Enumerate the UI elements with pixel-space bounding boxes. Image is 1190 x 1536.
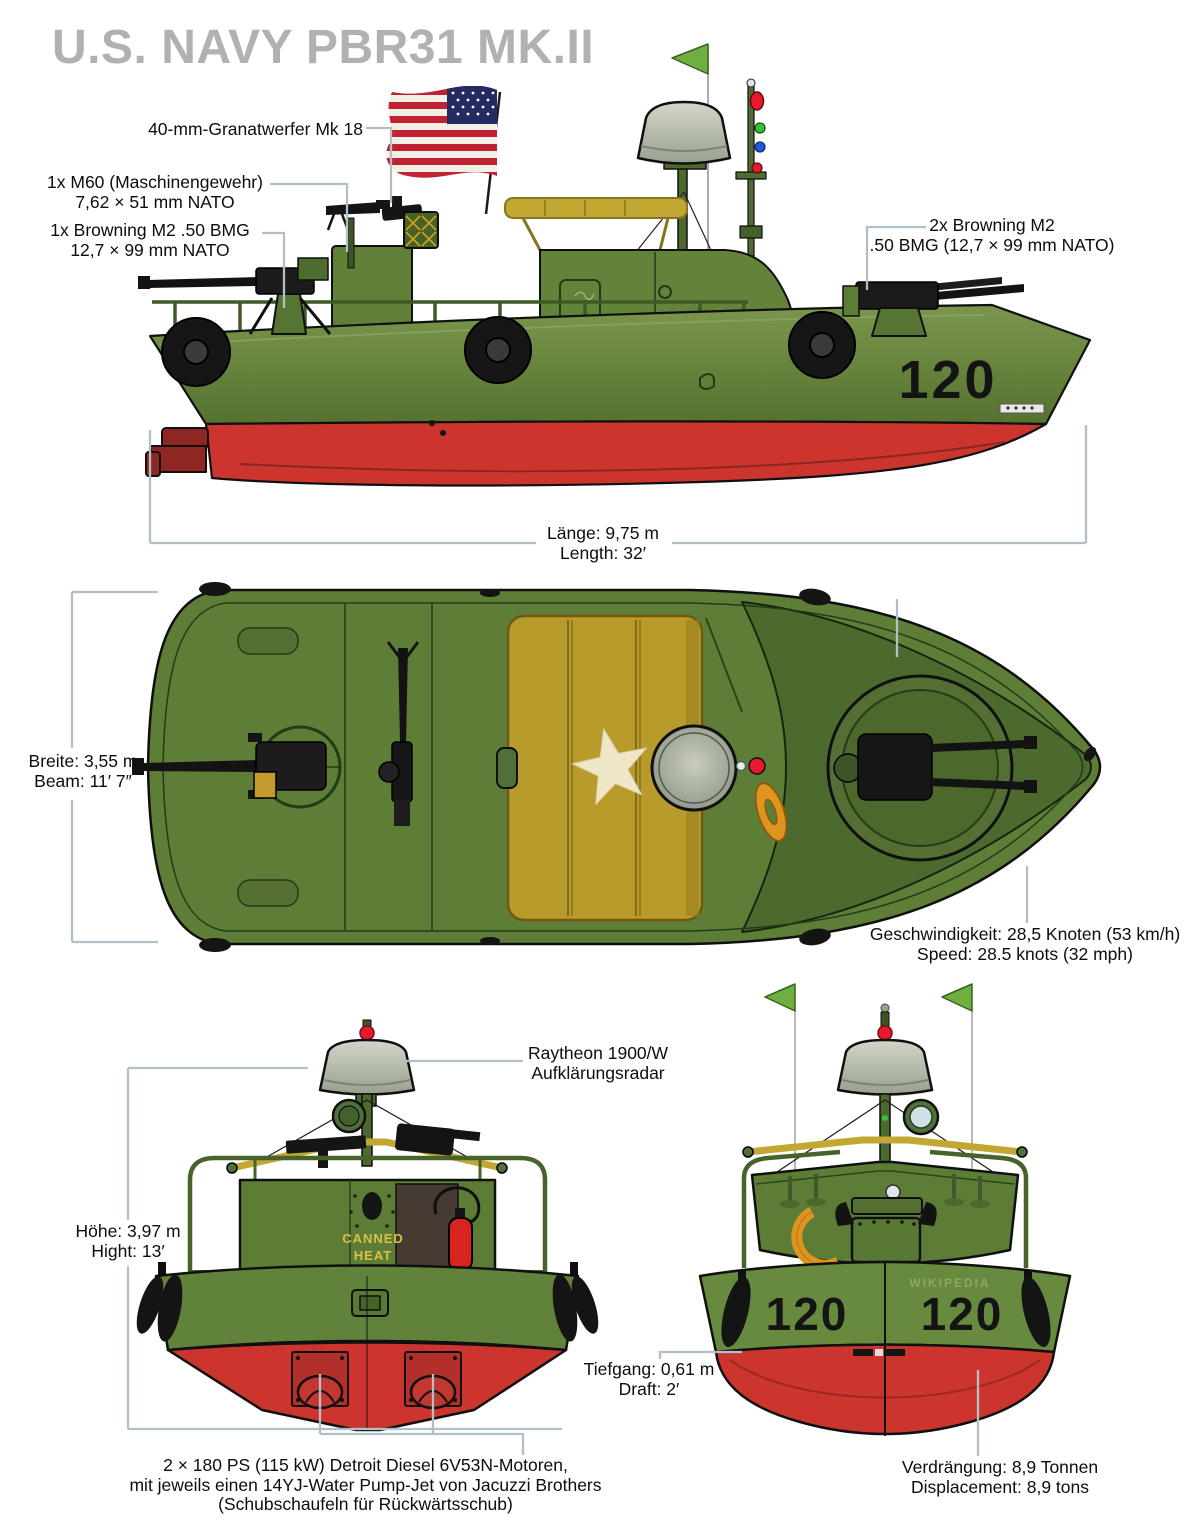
label-m60: 1x M60 (Maschinengewehr) 7,62 × 51 mm NA… [47, 172, 263, 212]
radar-dome-top [650, 724, 738, 812]
antenna-top [705, 617, 743, 713]
ammo-can [253, 771, 277, 799]
label-browning-single: 1x Browning M2 .50 BMG 12,7 × 99 mm NATO [50, 220, 250, 260]
mast-beacon-bow [877, 1025, 893, 1041]
transom-text-line2: HEAT [354, 1248, 392, 1263]
side-view: 120 [138, 43, 1092, 487]
draft-marks-bow [853, 1349, 873, 1356]
callout-speed [895, 599, 1029, 923]
bow-view: WIKIPEDIA 120 120 [698, 983, 1072, 1436]
radar-dome-stern [318, 1038, 416, 1096]
canopy-bar-bow [747, 1136, 1023, 1156]
jet-pump [145, 427, 209, 477]
deck-edge-fittings [199, 582, 1097, 952]
label-beam: Breite: 3,55 m Beam: 11′ 7″ [28, 751, 138, 791]
browning-m2-single [138, 257, 332, 335]
tire-fenders-side [161, 311, 856, 387]
bow-gun-tub-top [826, 674, 1037, 862]
signal-mast [735, 78, 767, 257]
dimension-length [148, 425, 1088, 545]
callout-m60 [270, 182, 349, 252]
callout-browning-twin [865, 225, 926, 290]
red-beacon-light [749, 91, 765, 111]
red-light-top [748, 757, 766, 775]
pennant-flag-icon [671, 43, 709, 75]
page-title: U.S. NAVY PBR31 MK.II [52, 21, 595, 74]
guns-silhouette-stern [285, 1123, 481, 1168]
label-radar: Raytheon 1900/W Aufklärungsradar [527, 1043, 669, 1083]
fenders-stern [136, 1262, 599, 1342]
callout-grenade-launcher [366, 126, 393, 203]
hull-number-bow-right: 120 [921, 1288, 1004, 1340]
m60-gun-top [378, 641, 420, 826]
transom-text-line1: CANNED [342, 1231, 404, 1246]
top-view [132, 582, 1102, 952]
radar-dome-side [635, 100, 749, 331]
label-speed: Geschwindigkeit: 28,5 Knoten (53 km/h) S… [869, 924, 1181, 964]
label-height: Höhe: 3,97 m Hight: 13′ [75, 1221, 181, 1261]
railing-bow-right [929, 1149, 1029, 1268]
canopy-top [496, 614, 704, 922]
label-browning-twin: 2x Browning M2 .50 BMG (12,7 × 99 mm NAT… [869, 215, 1115, 255]
callout-lines [70, 126, 1088, 1456]
radar-dome-bow [836, 1038, 934, 1096]
label-engine: 2 × 180 PS (115 kW) Detroit Diesel 6V53N… [129, 1455, 602, 1514]
callout-browning-single [262, 231, 286, 308]
callout-engine [318, 1374, 525, 1455]
canopy-side [504, 197, 688, 219]
masthead-light [746, 78, 756, 88]
life-ring-top [754, 782, 788, 842]
pennant-left-icon [764, 983, 796, 1012]
pennant-right-icon [941, 983, 973, 1012]
draft-marks [999, 403, 1045, 414]
grenade-launcher-mk18 [381, 196, 439, 249]
label-length: Länge: 9,75 m Length: 32′ [547, 523, 659, 563]
label-draft: Tiefgang: 0,61 m Draft: 2′ [583, 1359, 715, 1399]
hull-number-side: 120 [898, 350, 997, 410]
hull-number-bow-left: 120 [766, 1288, 849, 1340]
deck-stanchions [780, 1174, 990, 1208]
browning-m2-twin [842, 277, 1024, 337]
mast-beacon-stern [359, 1025, 375, 1041]
star-marking [571, 728, 648, 806]
railing-bow-left [741, 1149, 841, 1268]
fenders-bow [721, 1270, 1051, 1348]
railing-stern [187, 1155, 548, 1285]
browning-m2-single-top [132, 725, 342, 809]
label-displacement: Verdrängung: 8,9 Tonnen Displacement: 8,… [901, 1457, 1099, 1497]
engine-hatch [850, 1216, 922, 1264]
us-flag-icon [386, 86, 502, 215]
dimension-beam [70, 590, 158, 944]
label-grenade-launcher: 40-mm-Granatwerfer Mk 18 [148, 119, 363, 139]
watermark-text: WIKIPEDIA [909, 1276, 990, 1290]
dimension-height [126, 1066, 562, 1431]
m60-gun [326, 200, 390, 269]
cowl-vent-left [835, 1202, 854, 1226]
callout-draft [658, 1350, 742, 1359]
cowl-vent-right [918, 1202, 937, 1226]
